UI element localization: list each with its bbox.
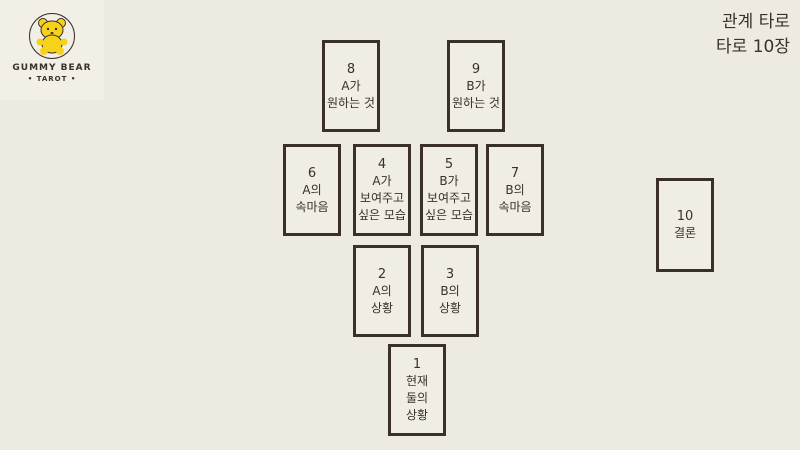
card-label: 원하는 것 [327,95,375,110]
logo-subtitle: • TAROT • [27,75,77,83]
card-label: B의 [505,182,525,197]
card-number: 5 [444,157,454,172]
card-label: 현재 [405,374,429,388]
card-label: A의 [372,283,392,298]
tarot-card-10[interactable]: 10 결론 [656,178,714,272]
card-number: 3 [445,266,455,282]
card-label: 상황 [438,300,462,315]
card-label: 속마음 [295,199,329,214]
card-label: 싶은 모습 [425,208,473,222]
logo-brand: GUMMY BEAR [12,63,92,73]
card-label: B의 [440,283,460,298]
card-number: 2 [377,266,387,282]
card-number: 7 [510,165,520,181]
card-label: 상황 [370,300,394,315]
card-number: 6 [307,165,317,181]
card-number: 10 [676,209,694,224]
card-label: A가 [341,78,361,93]
card-label: 보여주고 [426,191,472,205]
card-number: 8 [346,61,356,77]
card-label: 결론 [673,226,697,240]
spread-subtitle: 타로 10장 [716,37,790,57]
card-number: 1 [412,357,422,372]
card-label: A의 [302,182,322,197]
card-label: 속마음 [498,199,532,214]
card-label: A가 [372,174,392,188]
logo: GUMMY BEAR • TAROT • [0,0,104,100]
card-label: 보여주고 [359,191,405,205]
card-label: 원하는 것 [452,95,500,110]
logo-circle [29,13,75,59]
spread-title: 관계 타로 [722,12,790,32]
card-label: B가 [466,78,486,93]
card-number: 9 [471,61,481,77]
card-label: 상황 [405,408,429,422]
card-label: 싶은 모습 [358,208,406,222]
card-label: 둘의 [405,391,429,405]
card-label: B가 [439,174,459,188]
card-number: 4 [377,157,387,172]
gummy-bear-icon [36,18,68,55]
